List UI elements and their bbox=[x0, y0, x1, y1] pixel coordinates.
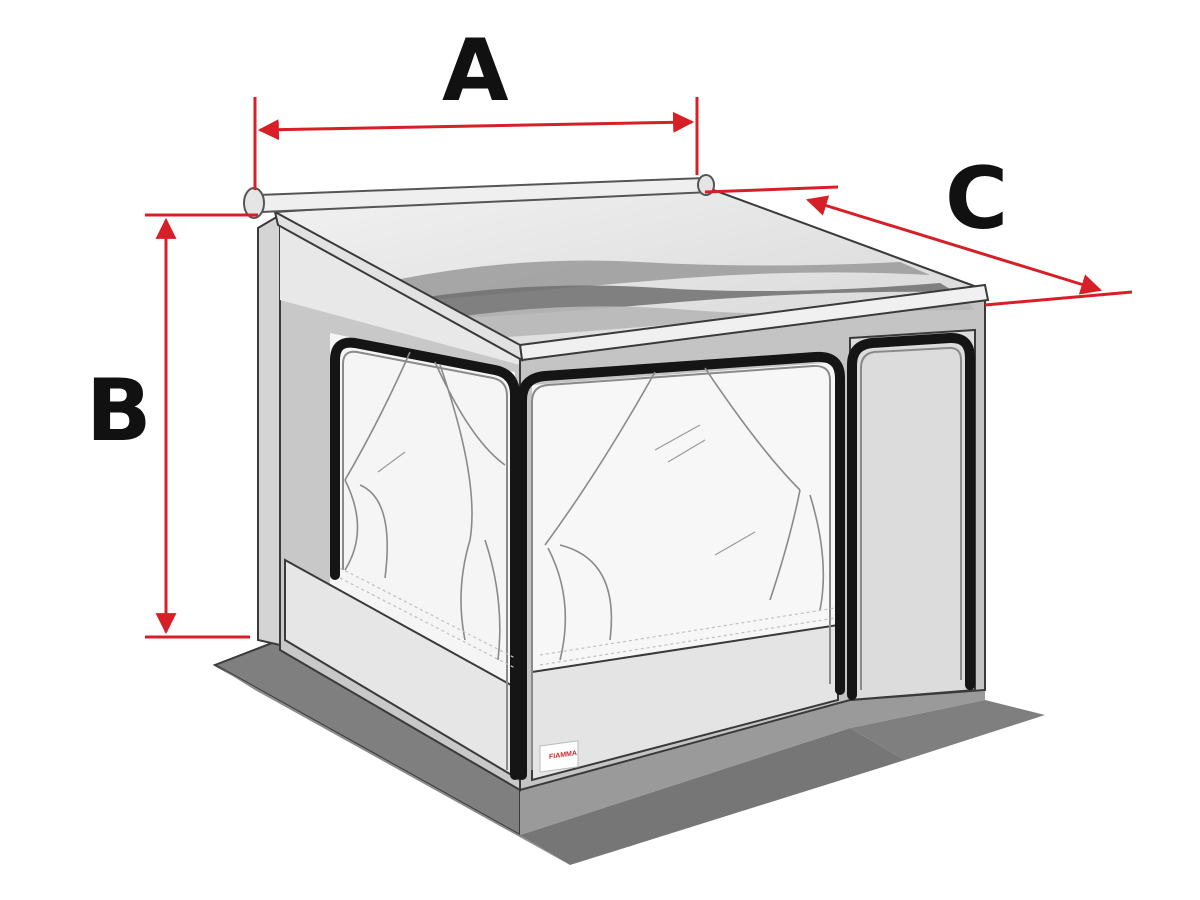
double-arrow-diagonal-icon bbox=[805, 195, 1103, 295]
curtain-left-2 bbox=[434, 361, 506, 661]
dimension-a-label: A bbox=[442, 21, 509, 121]
curtain-front-1 bbox=[544, 371, 656, 661]
side-window bbox=[330, 337, 520, 780]
dimension-c-label: C bbox=[945, 149, 1008, 249]
left-wall-strip bbox=[257, 213, 281, 647]
floor bbox=[212, 638, 1045, 865]
brand-name: FIAMMA bbox=[549, 750, 577, 761]
dimension-c: C bbox=[704, 149, 1133, 307]
double-arrow-horizontal-icon bbox=[257, 111, 695, 141]
dimension-b: B bbox=[86, 213, 258, 639]
door bbox=[847, 332, 975, 700]
dimension-b-label: B bbox=[86, 361, 152, 461]
curtain-front-2 bbox=[704, 367, 825, 611]
dimension-a: A bbox=[253, 21, 699, 190]
dimension-c-extension-bottom bbox=[984, 290, 1133, 307]
curtain-left-1 bbox=[344, 351, 411, 579]
brand-label: FIAMMA bbox=[539, 740, 579, 773]
front-window bbox=[377, 351, 845, 780]
dimension-c-extension-top bbox=[704, 185, 839, 194]
